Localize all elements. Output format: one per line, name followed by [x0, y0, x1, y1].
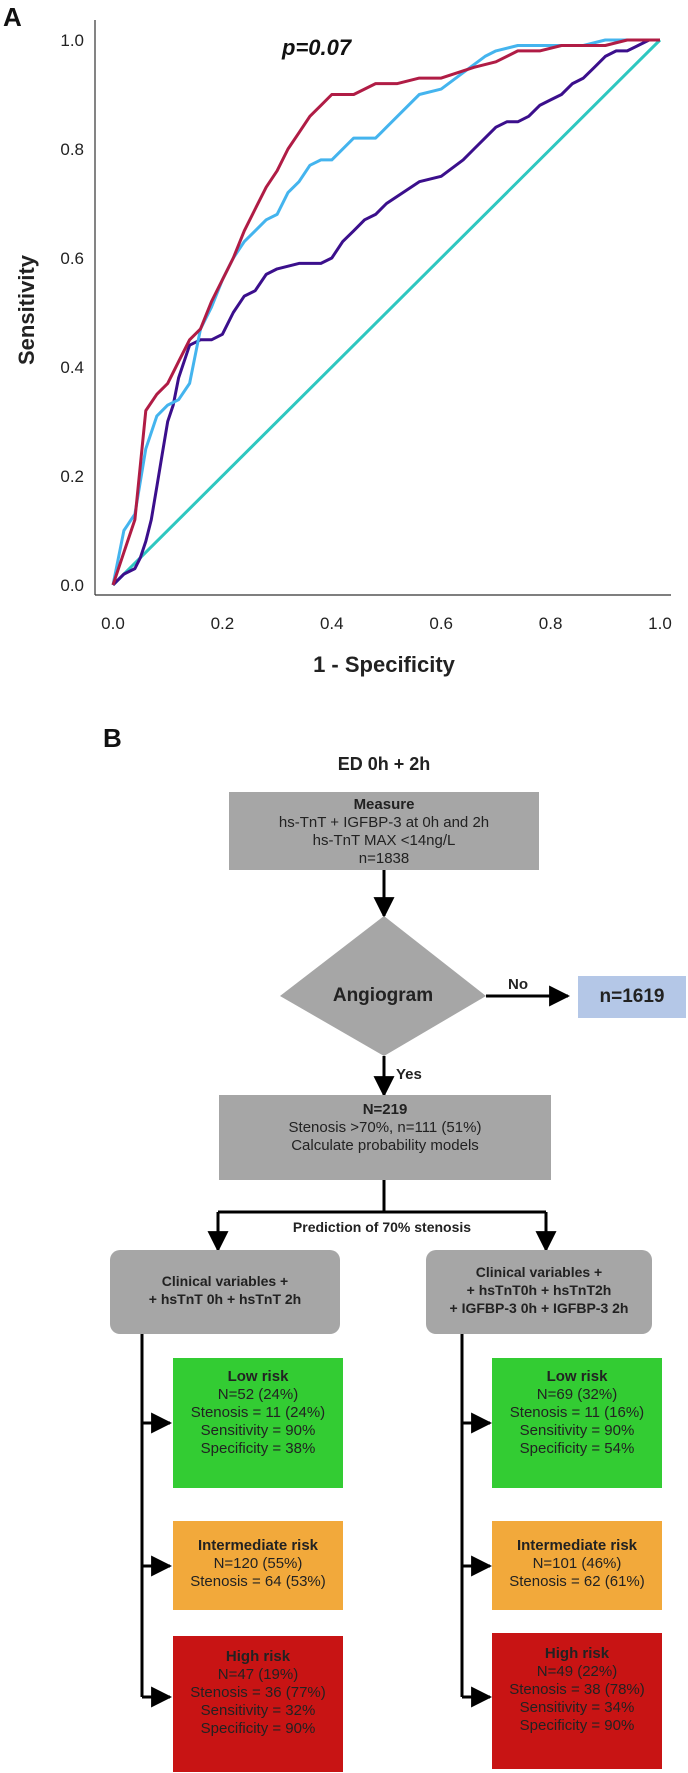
no-label: No — [508, 976, 528, 993]
risk-line: Stenosis = 11 (24%) — [190, 1404, 326, 1421]
measure-line: n=1838 — [358, 850, 410, 867]
n219-line: Stenosis >70%, n=111 (51%) — [288, 1119, 482, 1136]
x-tick-label: 0.4 — [320, 614, 344, 633]
left-model-line: Clinical variables + — [161, 1273, 289, 1289]
measure-line: hs-TnT MAX <14ng/L — [312, 832, 456, 849]
right-model-line: + IGFBP-3 0h + IGFBP-3 2h — [449, 1300, 629, 1316]
x-tick-label: 0.2 — [211, 614, 235, 633]
x-tick-label: 0.0 — [101, 614, 125, 633]
risk-title: Low risk — [227, 1368, 289, 1385]
x-tick-label: 1.0 — [648, 614, 672, 633]
angiogram-diamond — [280, 916, 486, 1056]
risk-line: N=101 (46%) — [532, 1555, 622, 1572]
risk-line: N=52 (24%) — [217, 1386, 299, 1403]
roc-series-line — [111, 38, 660, 587]
y-tick-label: 0.4 — [60, 358, 84, 377]
n219-title: N=219 — [362, 1101, 408, 1118]
risk-line: Stenosis = 62 (61%) — [509, 1573, 645, 1590]
n219-line: Calculate probability models — [291, 1137, 479, 1154]
risk-title: High risk — [544, 1645, 610, 1662]
y-tick-label: 0.2 — [60, 467, 84, 486]
left-model-line: + hsTnT 0h + hsTnT 2h — [148, 1291, 302, 1307]
yes-label: Yes — [396, 1066, 422, 1083]
right-model-line: Clinical variables + — [475, 1264, 603, 1280]
risk-title: High risk — [225, 1648, 291, 1665]
risk-line: N=120 (55%) — [213, 1555, 303, 1572]
risk-line: Specificity = 90% — [200, 1720, 316, 1737]
y-axis-label: Sensitivity — [14, 254, 39, 365]
flow-header: ED 0h + 2h — [337, 754, 431, 774]
risk-title: Intermediate risk — [516, 1537, 638, 1554]
risk-line: Sensitivity = 34% — [519, 1699, 635, 1716]
measure-line: hs-TnT + IGFBP-3 at 0h and 2h — [278, 814, 490, 831]
measure-title: Measure — [353, 796, 415, 813]
risk-line: Specificity = 38% — [200, 1440, 316, 1457]
right-low-risk-box: Low risk N=69 (32%) Stenosis = 11 (16%) … — [492, 1358, 662, 1488]
risk-line: N=49 (22%) — [536, 1663, 618, 1680]
x-axis-label: 1 - Specificity — [313, 652, 456, 677]
roc-series-line — [111, 38, 662, 587]
risk-line: Specificity = 54% — [519, 1440, 635, 1457]
prediction-label: Prediction of 70% stenosis — [262, 1219, 502, 1235]
risk-line: Sensitivity = 90% — [200, 1422, 316, 1439]
left-model-box: Clinical variables + + hsTnT 0h + hsTnT … — [110, 1250, 340, 1334]
p-value-annotation: p=0.07 — [281, 35, 353, 60]
angiogram-label: Angiogram — [332, 985, 434, 1006]
risk-line: Stenosis = 64 (53%) — [190, 1573, 326, 1590]
risk-line: Sensitivity = 90% — [519, 1422, 635, 1439]
measure-box: Measure hs-TnT + IGFBP-3 at 0h and 2h hs… — [229, 792, 539, 870]
risk-line: Stenosis = 11 (16%) — [509, 1404, 645, 1421]
y-tick-label: 0.0 — [60, 576, 84, 595]
n219-box: N=219 Stenosis >70%, n=111 (51%) Calcula… — [219, 1095, 551, 1180]
right-model-box: Clinical variables + + hsTnT0h + hsTnT2h… — [426, 1250, 652, 1334]
panel-a-letter: A — [3, 2, 22, 32]
left-high-risk-box: High risk N=47 (19%) Stenosis = 36 (77%)… — [173, 1636, 343, 1772]
risk-line: Specificity = 90% — [519, 1717, 635, 1734]
x-tick-label: 0.6 — [429, 614, 453, 633]
roc-series-line — [111, 38, 660, 586]
risk-line: Sensitivity = 32% — [200, 1702, 316, 1719]
roc-series-line — [111, 38, 660, 586]
left-low-risk-box: Low risk N=52 (24%) Stenosis = 11 (24%) … — [173, 1358, 343, 1488]
risk-title: Low risk — [546, 1368, 608, 1385]
x-tick-label: 0.8 — [539, 614, 563, 633]
risk-line: N=47 (19%) — [217, 1666, 299, 1683]
risk-line: Stenosis = 36 (77%) — [190, 1684, 326, 1701]
left-intermediate-risk-box: Intermediate risk N=120 (55%) Stenosis =… — [173, 1521, 343, 1610]
right-high-risk-box: High risk N=49 (22%) Stenosis = 38 (78%)… — [492, 1633, 662, 1769]
right-model-line: + hsTnT0h + hsTnT2h — [466, 1282, 612, 1298]
risk-title: Intermediate risk — [197, 1537, 319, 1554]
risk-line: Stenosis = 38 (78%) — [509, 1681, 645, 1698]
y-tick-label: 1.0 — [60, 31, 84, 50]
no-angiogram-count: n=1619 — [578, 976, 686, 1018]
risk-line: N=69 (32%) — [536, 1386, 618, 1403]
panel-b-letter: B — [103, 723, 122, 753]
right-intermediate-risk-box: Intermediate risk N=101 (46%) Stenosis =… — [492, 1521, 662, 1610]
y-tick-label: 0.6 — [60, 249, 84, 268]
roc-chart: 0.0 0.2 0.4 0.6 0.8 1.0 0.0 0.2 0.4 0.6 0.8 1.0 1 - … — [14, 20, 672, 677]
y-tick-label: 0.8 — [60, 140, 84, 159]
